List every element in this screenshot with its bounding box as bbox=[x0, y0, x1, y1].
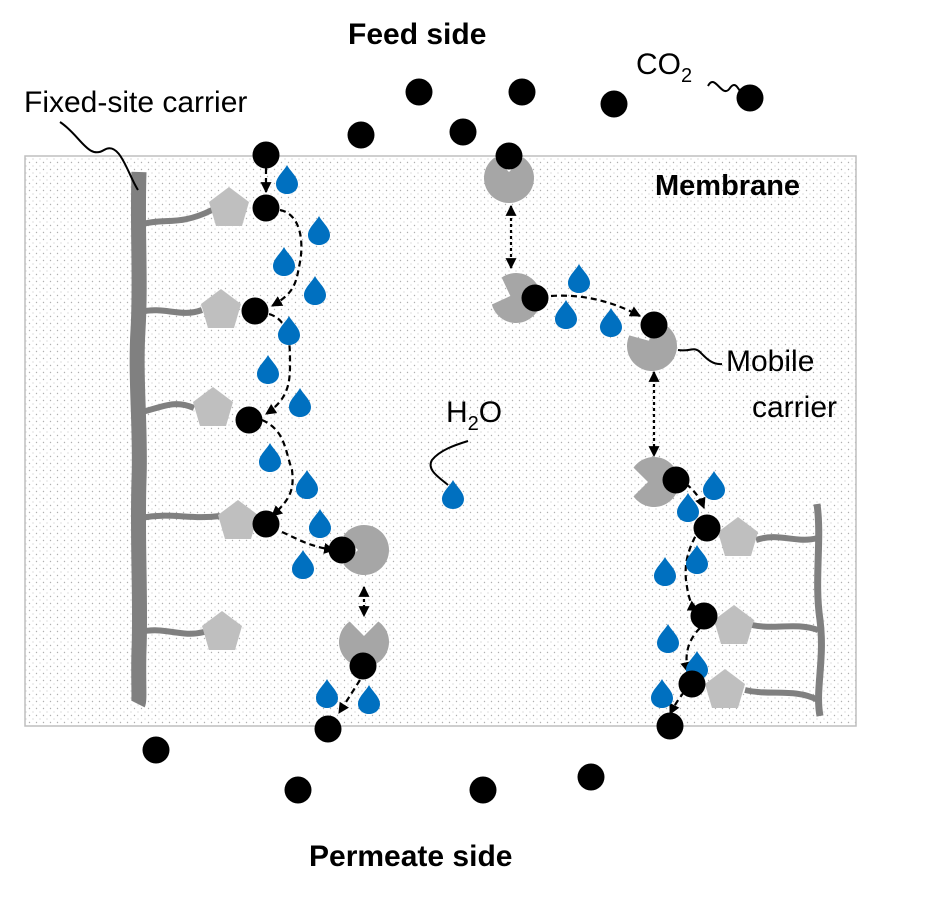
co2-molecules bbox=[142, 78, 764, 804]
feed-side-label: Feed side bbox=[348, 18, 486, 52]
co2-molecule-21 bbox=[678, 670, 706, 698]
mobile-leader bbox=[677, 348, 723, 366]
h2o-o-text: O bbox=[478, 396, 503, 429]
co2-molecule-23 bbox=[142, 736, 170, 764]
co2-molecule-17 bbox=[640, 311, 668, 339]
co2-molecule-7 bbox=[252, 141, 280, 169]
co2-molecule-24 bbox=[284, 776, 312, 804]
mobile-carrier-3 bbox=[626, 321, 677, 371]
mobile-carrier-label-line1: Mobile bbox=[726, 345, 814, 379]
co2-molecule-19 bbox=[693, 514, 721, 542]
co2-molecule-20 bbox=[690, 602, 718, 630]
co2-molecule-16 bbox=[521, 284, 549, 312]
h2o-h-text: H bbox=[446, 396, 468, 429]
carrier-text: carrier bbox=[752, 391, 838, 424]
co2-molecule-26 bbox=[577, 763, 605, 791]
membrane-label: Membrane bbox=[655, 170, 800, 203]
co2-molecule-14 bbox=[349, 652, 377, 680]
co2-molecule-12 bbox=[252, 510, 280, 538]
co2-subscript: 2 bbox=[681, 65, 693, 87]
co2-molecule-9 bbox=[252, 194, 280, 222]
mobile-carrier-label-line2: carrier bbox=[752, 391, 837, 425]
h2o-label: H2O bbox=[446, 396, 503, 435]
co2-molecule-4 bbox=[736, 84, 764, 112]
mobile-carrier-6 bbox=[339, 621, 389, 668]
co2-molecule-25 bbox=[469, 776, 497, 804]
h2o-subscript: 2 bbox=[467, 413, 479, 435]
co2-molecule-3 bbox=[600, 90, 628, 118]
co2-molecule-2 bbox=[508, 78, 536, 106]
mobile-carrier-group bbox=[339, 157, 679, 668]
fixed-carrier-leader bbox=[59, 121, 139, 191]
right-fixed-site-carrier bbox=[705, 503, 825, 717]
feed-side-text: Feed side bbox=[348, 18, 487, 51]
co2-molecule-13 bbox=[328, 536, 356, 564]
hopping-paths bbox=[260, 168, 706, 715]
fixed-site-carrier-text: Fixed-site carrier bbox=[24, 86, 248, 119]
co2-main-text: CO bbox=[636, 48, 681, 81]
h2o-leader bbox=[429, 440, 469, 486]
co2-molecule-10 bbox=[241, 297, 269, 325]
co2-molecule-5 bbox=[347, 121, 375, 149]
co2-molecule-1 bbox=[405, 78, 433, 106]
permeate-side-text: Permeate side bbox=[309, 840, 513, 873]
co2-molecule-22 bbox=[656, 712, 684, 740]
co2-molecule-18 bbox=[662, 466, 690, 494]
mobile-text: Mobile bbox=[726, 345, 815, 378]
mobile-carrier-1 bbox=[484, 157, 534, 203]
co2-label: CO2 bbox=[636, 48, 692, 87]
leader-lines bbox=[59, 81, 747, 486]
permeate-side-label: Permeate side bbox=[309, 840, 512, 874]
co2-molecule-11 bbox=[235, 406, 263, 434]
membrane-text: Membrane bbox=[655, 170, 801, 202]
co2-molecule-15 bbox=[314, 715, 342, 743]
co2-molecule-6 bbox=[449, 118, 477, 146]
mobile-carrier-5 bbox=[343, 525, 390, 575]
fixed-site-carrier-label: Fixed-site carrier bbox=[24, 86, 247, 120]
mobile-carrier-2 bbox=[491, 273, 541, 323]
left-fixed-site-carrier bbox=[129, 171, 258, 708]
co2-molecule-8 bbox=[495, 142, 523, 170]
